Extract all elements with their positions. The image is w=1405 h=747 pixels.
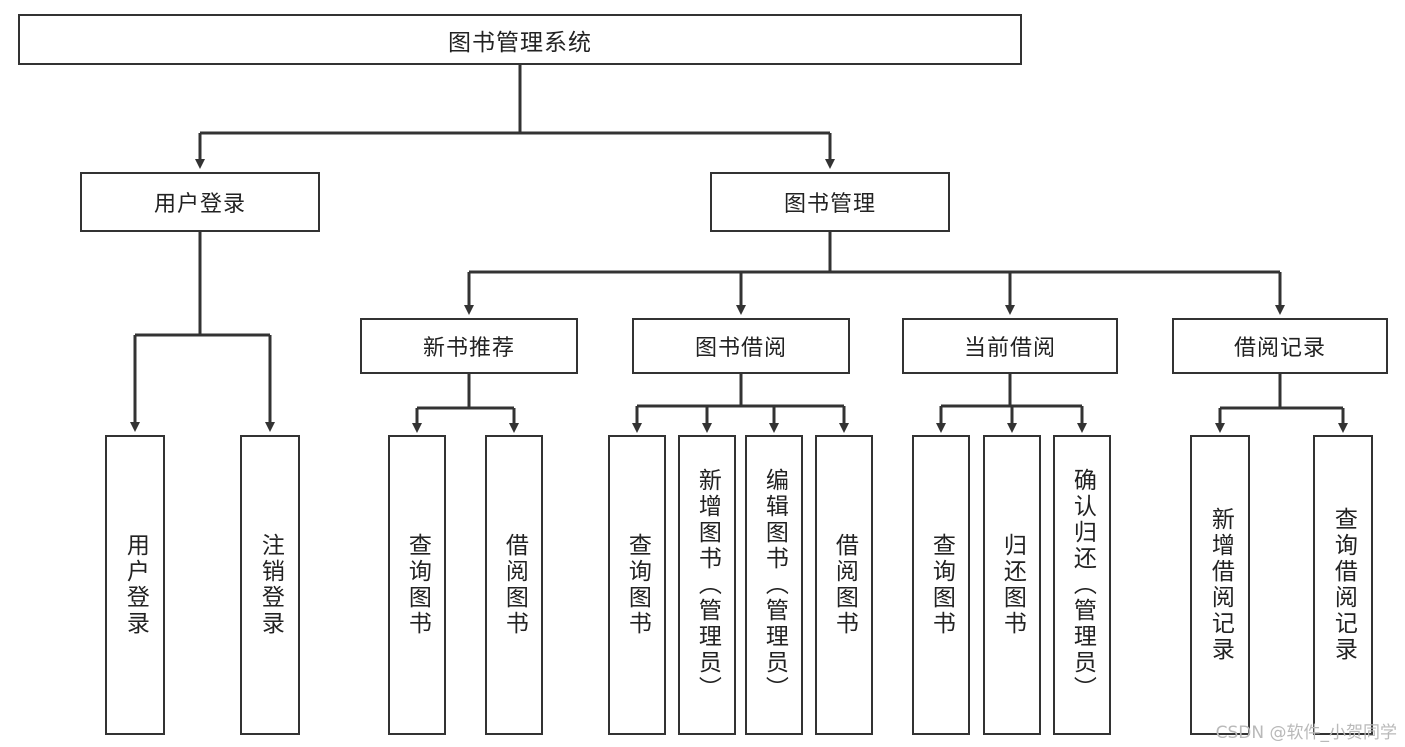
node-label: 查询借阅记录	[1330, 507, 1357, 663]
node-label: 图书借阅	[694, 336, 787, 361]
node-leaf-borrow-book[interactable]: 借阅图书	[815, 435, 873, 735]
node-label: 归还图书	[999, 533, 1026, 637]
node-book-borrow[interactable]: 图书借阅	[632, 318, 850, 374]
node-leaf-query-book-borrow[interactable]: 查询图书	[608, 435, 666, 735]
node-current-borrow[interactable]: 当前借阅	[902, 318, 1118, 374]
node-new-book-recommend[interactable]: 新书推荐	[360, 318, 578, 374]
node-leaf-confirm-return-admin[interactable]: 确认归还（管理员）	[1053, 435, 1111, 735]
node-label: 新增借阅记录	[1207, 507, 1234, 663]
node-leaf-user-login[interactable]: 用户登录	[105, 435, 165, 735]
node-leaf-add-borrow-record[interactable]: 新增借阅记录	[1190, 435, 1250, 735]
node-leaf-query-book-recommend[interactable]: 查询图书	[388, 435, 446, 735]
node-label: 图书管理系统	[448, 29, 592, 56]
node-leaf-borrow-book-recommend[interactable]: 借阅图书	[485, 435, 543, 735]
node-label: 新书推荐	[422, 336, 515, 361]
node-leaf-add-book-admin[interactable]: 新增图书（管理员）	[678, 435, 736, 735]
node-label: 用户登录	[153, 192, 246, 217]
node-leaf-user-logout[interactable]: 注销登录	[240, 435, 300, 735]
node-label: 注销登录	[257, 533, 284, 637]
node-label: 当前借阅	[963, 336, 1056, 361]
node-user-login[interactable]: 用户登录	[80, 172, 320, 232]
node-label: 确认归还（管理员）	[1069, 468, 1096, 702]
node-label: 借阅记录	[1233, 336, 1326, 361]
node-label: 编辑图书（管理员）	[761, 468, 788, 702]
node-book-management[interactable]: 图书管理	[710, 172, 950, 232]
node-label: 借阅图书	[831, 533, 858, 637]
node-label: 用户登录	[122, 533, 149, 637]
node-label: 图书管理	[783, 192, 876, 217]
node-label: 新增图书（管理员）	[694, 468, 721, 702]
node-label: 查询图书	[404, 533, 431, 637]
node-borrow-record[interactable]: 借阅记录	[1172, 318, 1388, 374]
node-label: 借阅图书	[501, 533, 528, 637]
node-label: 查询图书	[928, 533, 955, 637]
node-label: 查询图书	[624, 533, 651, 637]
node-leaf-query-borrow-record[interactable]: 查询借阅记录	[1313, 435, 1373, 735]
watermark-text: CSDN @软件_小贺同学	[1215, 723, 1397, 743]
node-leaf-edit-book-admin[interactable]: 编辑图书（管理员）	[745, 435, 803, 735]
node-root-book-management-system[interactable]: 图书管理系统	[18, 14, 1022, 65]
node-leaf-query-book-current[interactable]: 查询图书	[912, 435, 970, 735]
node-leaf-return-book[interactable]: 归还图书	[983, 435, 1041, 735]
